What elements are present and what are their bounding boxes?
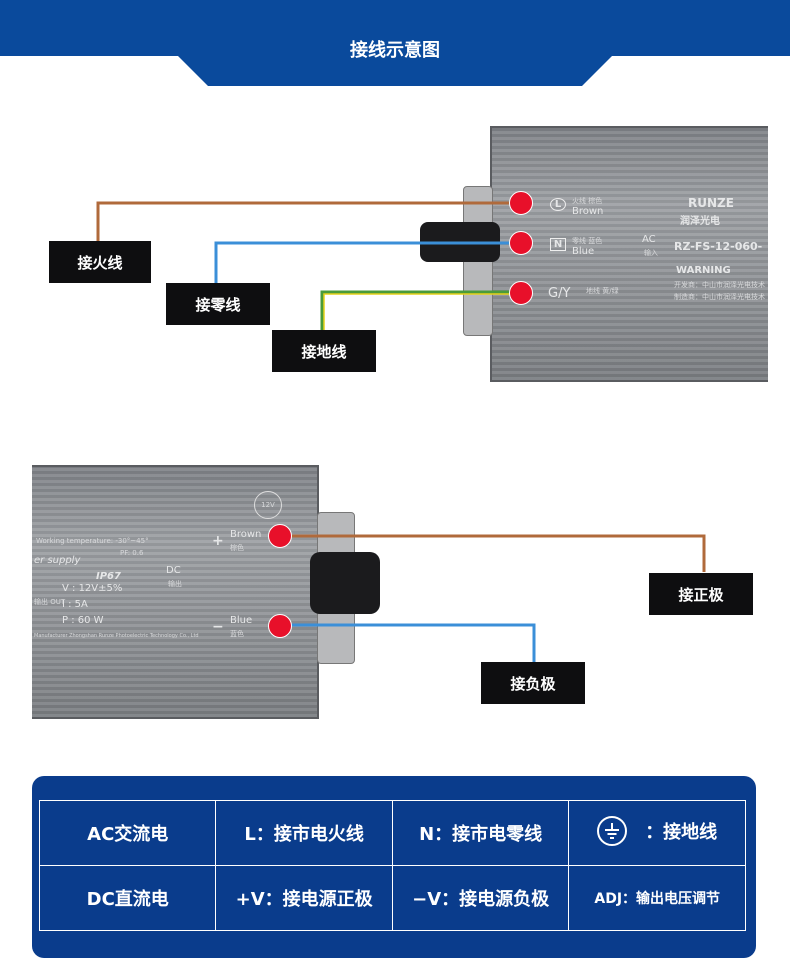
heat-fins	[492, 128, 768, 380]
manufacturer: Manufacturer Zhongshan Runze Photoelectr…	[34, 633, 199, 639]
minus-symbol: −	[212, 619, 224, 635]
table-row: AC交流电 L：接市电火线 N：接市电零线 ：接地线	[38, 800, 746, 866]
working-temp: Working temperature: -30°~45°	[36, 537, 149, 545]
brand-cn: 润泽光电	[680, 216, 720, 227]
table-row: DC直流电 +V：接电源正极 −V：接电源负极 ADJ：输出电压调节	[38, 865, 746, 931]
dc-output-cn: 输出	[168, 580, 182, 588]
warning-label: WARNING	[676, 265, 731, 276]
ground-wire-yellow	[323, 293, 520, 330]
legend-panel: AC交流电 L：接市电火线 N：接市电零线 ：接地线	[32, 776, 756, 958]
terminal-l-cn: 火线 棕色	[572, 197, 603, 205]
developer-line: 开发商：中山市润泽光电技术	[674, 281, 765, 289]
ac-input-cn: 输入	[644, 249, 658, 257]
ground-cell-label: ：接地线	[645, 821, 718, 843]
ground-terminal-dot	[509, 281, 533, 305]
dc-output-label: DC	[166, 565, 181, 576]
neutral-wire	[214, 241, 520, 283]
ground-cell-content: ：接地线	[597, 815, 718, 846]
neutral-label: 接零线	[166, 283, 270, 325]
adj-cell: ADJ：输出电压调节	[568, 865, 746, 931]
positive-label: 接正极	[649, 573, 753, 615]
positive-terminal-dot	[268, 524, 292, 548]
current-spec: I : 5A	[62, 599, 88, 610]
terminal-n-en: Blue	[572, 246, 595, 257]
plus-symbol: +	[212, 533, 224, 549]
minus-cn: 蓝色	[230, 630, 244, 638]
negative-cell: −V：接电源负极	[391, 865, 570, 931]
output-label: 输出 OUT	[34, 598, 66, 606]
dc-power-supply: Working temperature: -30°~45° PF: 0.6 er…	[32, 465, 319, 719]
voltage-spec: V : 12V±5%	[62, 583, 123, 594]
live-cell: L：接市电火线	[215, 800, 393, 866]
plus-cn: 棕色	[230, 544, 244, 552]
supply-label: er supply	[34, 555, 81, 566]
negative-terminal-dot	[268, 614, 292, 638]
live-terminal-dot	[509, 191, 533, 215]
ac-cell: AC交流电	[38, 800, 217, 866]
positive-wire	[280, 534, 706, 572]
terminal-n-symbol: N	[550, 238, 566, 251]
ac-wires	[96, 201, 520, 330]
power-spec: P : 60 W	[62, 615, 104, 626]
page-title: 接线示意图	[350, 40, 440, 61]
live-label: 接火线	[49, 241, 151, 283]
certification-stamp: 12V	[254, 491, 282, 519]
terminal-n-cn: 零线 蓝色	[572, 237, 603, 245]
header-banner: 接线示意图	[0, 0, 790, 86]
model-number: RZ-FS-12-060-	[674, 240, 763, 253]
terminal-g-symbol: G/Y	[548, 286, 571, 301]
terminal-l-en: Brown	[572, 206, 604, 217]
ground-label: 接地线	[272, 330, 376, 372]
dc-wires	[280, 534, 706, 662]
maker-line: 制造商：中山市润泽光电技术	[674, 293, 765, 301]
ground-icon	[597, 815, 628, 846]
ac-input-label: AC	[642, 234, 656, 245]
legend-table: AC交流电 L：接市电火线 N：接市电零线 ：接地线	[38, 800, 746, 931]
ip-rating: IP67	[96, 571, 121, 582]
negative-label: 接负极	[481, 662, 585, 704]
power-factor: PF: 0.6	[120, 549, 144, 557]
ground-wire-green	[320, 290, 520, 330]
terminal-g-cn: 地线 黄/绿	[586, 287, 619, 295]
negative-wire	[280, 623, 536, 662]
ac-power-supply: RUNZE 润泽光电 RZ-FS-12-060- WARNING 开发商：中山市…	[490, 126, 768, 382]
live-wire	[96, 201, 520, 242]
neutral-cell: N：接市电零线	[391, 800, 570, 866]
dc-cell: DC直流电	[38, 865, 217, 931]
plus-en: Brown	[230, 529, 262, 540]
ground-cell: ：接地线	[568, 800, 746, 866]
positive-cell: +V：接电源正极	[215, 865, 393, 931]
terminal-l-symbol: L	[550, 198, 566, 211]
neutral-terminal-dot	[509, 231, 533, 255]
header-shape	[0, 0, 790, 86]
brand-logo: RUNZE	[688, 196, 734, 210]
dc-cable	[310, 552, 380, 614]
minus-en: Blue	[230, 615, 253, 626]
